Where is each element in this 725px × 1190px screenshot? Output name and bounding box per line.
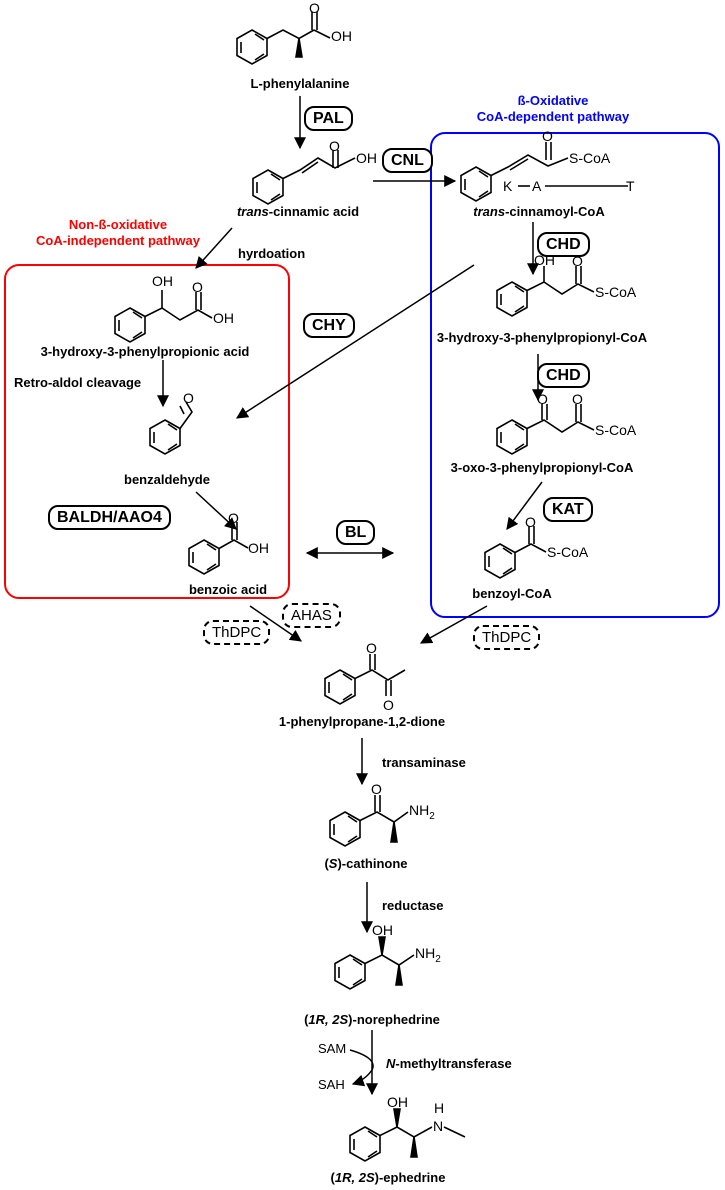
label-cinnamoyl-coa: trans-cinnamoyl-CoA	[473, 204, 605, 219]
right-condensation-arrow	[419, 605, 488, 644]
enzyme-cnl: CNL	[382, 148, 433, 173]
cinnamic-o: O	[329, 138, 340, 154]
hydroxy-coa-structure	[496, 266, 595, 317]
cinnamoyl-k: K	[503, 178, 513, 194]
step-hydration: hyrdoation	[238, 246, 306, 261]
cofactor-sah: SAH	[318, 1077, 345, 1092]
benzoic-acid-structure	[188, 522, 249, 575]
cathinone-nh2: NH2	[409, 802, 435, 822]
ephedrine-n: N	[433, 1118, 444, 1134]
benzoyl-coa-structure	[484, 526, 547, 579]
label-benzoyl-coa: benzoyl-CoA	[472, 586, 552, 601]
non-beta-oxidative-box	[4, 264, 290, 599]
phenylalanine-structure	[236, 12, 331, 65]
non-beta-caption-line2: CoA-independent pathway	[36, 233, 200, 248]
benzaldehyde-o: O	[183, 390, 194, 406]
cinnamoyl-coa-structure	[460, 142, 628, 202]
enzyme-thdpc-left: ThDPC	[203, 620, 271, 645]
ephedrine-oh: OH	[387, 1094, 408, 1110]
benzoyl-o: O	[525, 514, 536, 530]
benzaldehyde-arrow	[195, 491, 237, 530]
oxo-coa-o-2: O	[572, 391, 583, 407]
enzyme-bl: BL	[336, 520, 376, 545]
hydroxy-coa-o: O	[572, 253, 583, 269]
enzyme-thdpc-right: ThDPC	[473, 625, 541, 650]
step-reductase: reductase	[382, 898, 444, 913]
label-dione: 1-phenylpropane-1,2-dione	[278, 714, 446, 729]
enzyme-kat: KAT	[543, 497, 593, 522]
beta-caption-line2: CoA-dependent pathway	[476, 109, 630, 124]
chy-arrow	[235, 264, 475, 419]
label-oxo-coa: 3-oxo-3-phenylpropionyl-CoA	[450, 460, 634, 475]
hydration-arrow	[195, 227, 233, 269]
enzyme-pal: PAL	[304, 106, 353, 131]
enzyme-ahas: AHAS	[282, 603, 341, 628]
beta-caption-line1: ß-Oxidative	[517, 93, 589, 108]
enzyme-baldh-aao4: BALDH/AAO4	[48, 505, 171, 530]
step-methyltransferase: N-methyltransferase	[386, 1056, 512, 1071]
enzyme-chd-1: CHD	[537, 232, 590, 257]
label-hydroxy-coa: 3-hydroxy-3-phenylpropionyl-CoA	[436, 330, 648, 345]
cofactor-sam: SAM	[318, 1041, 347, 1056]
oxo-coa-scoa: S-CoA	[595, 422, 637, 438]
enzyme-chd-2: CHD	[537, 363, 590, 388]
label-cinnamic-acid: trans-cinnamic acid	[236, 204, 360, 219]
sam-sah-cofactor-arc	[349, 1049, 374, 1087]
left-condensation-arrow	[249, 605, 302, 642]
ephedrine-h: H	[434, 1100, 445, 1116]
hydroxy-acid-o: O	[192, 279, 203, 295]
label-hydroxy-acid: 3-hydroxy-3-phenylpropionic acid	[40, 344, 250, 359]
oxo-coa-structure	[496, 404, 595, 455]
cinnamoyl-scoa: S-CoA	[569, 150, 611, 166]
oxo-coa-o-1: O	[537, 391, 548, 407]
kat-arrow	[506, 481, 543, 530]
benzoyl-scoa: S-CoA	[547, 544, 589, 560]
norephedrine-oh: OH	[372, 922, 393, 938]
non-beta-caption-line1: Non-ß-oxidative	[68, 217, 168, 232]
step-retro-aldol: Retro-aldol cleavage	[14, 375, 142, 390]
dione-o-1: O	[366, 640, 377, 656]
beta-oxidative-box	[430, 132, 720, 618]
hydroxy-acid-structure	[114, 290, 213, 343]
enzyme-chy: CHY	[303, 313, 355, 338]
benzoic-o: O	[228, 510, 239, 526]
cinnamoyl-o: O	[542, 128, 553, 144]
label-ephedrine: (1R, 2S)-ephedrine	[330, 1170, 446, 1185]
norephedrine-structure	[334, 936, 415, 990]
hydroxy-coa-scoa: S-CoA	[595, 284, 637, 300]
benzaldehyde-structure	[149, 401, 193, 455]
phenylalanine-o: O	[309, 0, 320, 16]
norephedrine-nh2: NH2	[415, 945, 441, 965]
cinnamoyl-t: T	[626, 178, 635, 194]
label-benzoic-acid: benzoic acid	[188, 582, 268, 597]
dione-o-2: O	[383, 697, 394, 713]
phenylalanine-oh: OH	[331, 28, 352, 44]
cathinone-o: O	[371, 781, 382, 797]
cinnamic-oh: OH	[356, 150, 377, 166]
hydroxy-acid-oh-2: OH	[213, 310, 234, 326]
cinnamic-acid-structure	[252, 150, 356, 205]
ephedrine-structure	[349, 1108, 466, 1162]
label-cathinone: (S)-cathinone	[324, 856, 408, 871]
label-benzaldehyde: benzaldehyde	[124, 472, 210, 487]
hydroxy-acid-oh-1: OH	[152, 273, 173, 289]
benzoic-oh: OH	[248, 540, 269, 556]
label-norephedrine: (1R, 2S)-norephedrine	[304, 1012, 440, 1027]
dione-structure	[324, 654, 406, 705]
cathinone-structure	[329, 795, 409, 847]
cinnamoyl-a: A	[532, 178, 542, 194]
step-transaminase: transaminase	[382, 755, 466, 770]
label-phenylalanine: L-phenylalanine	[250, 76, 350, 91]
